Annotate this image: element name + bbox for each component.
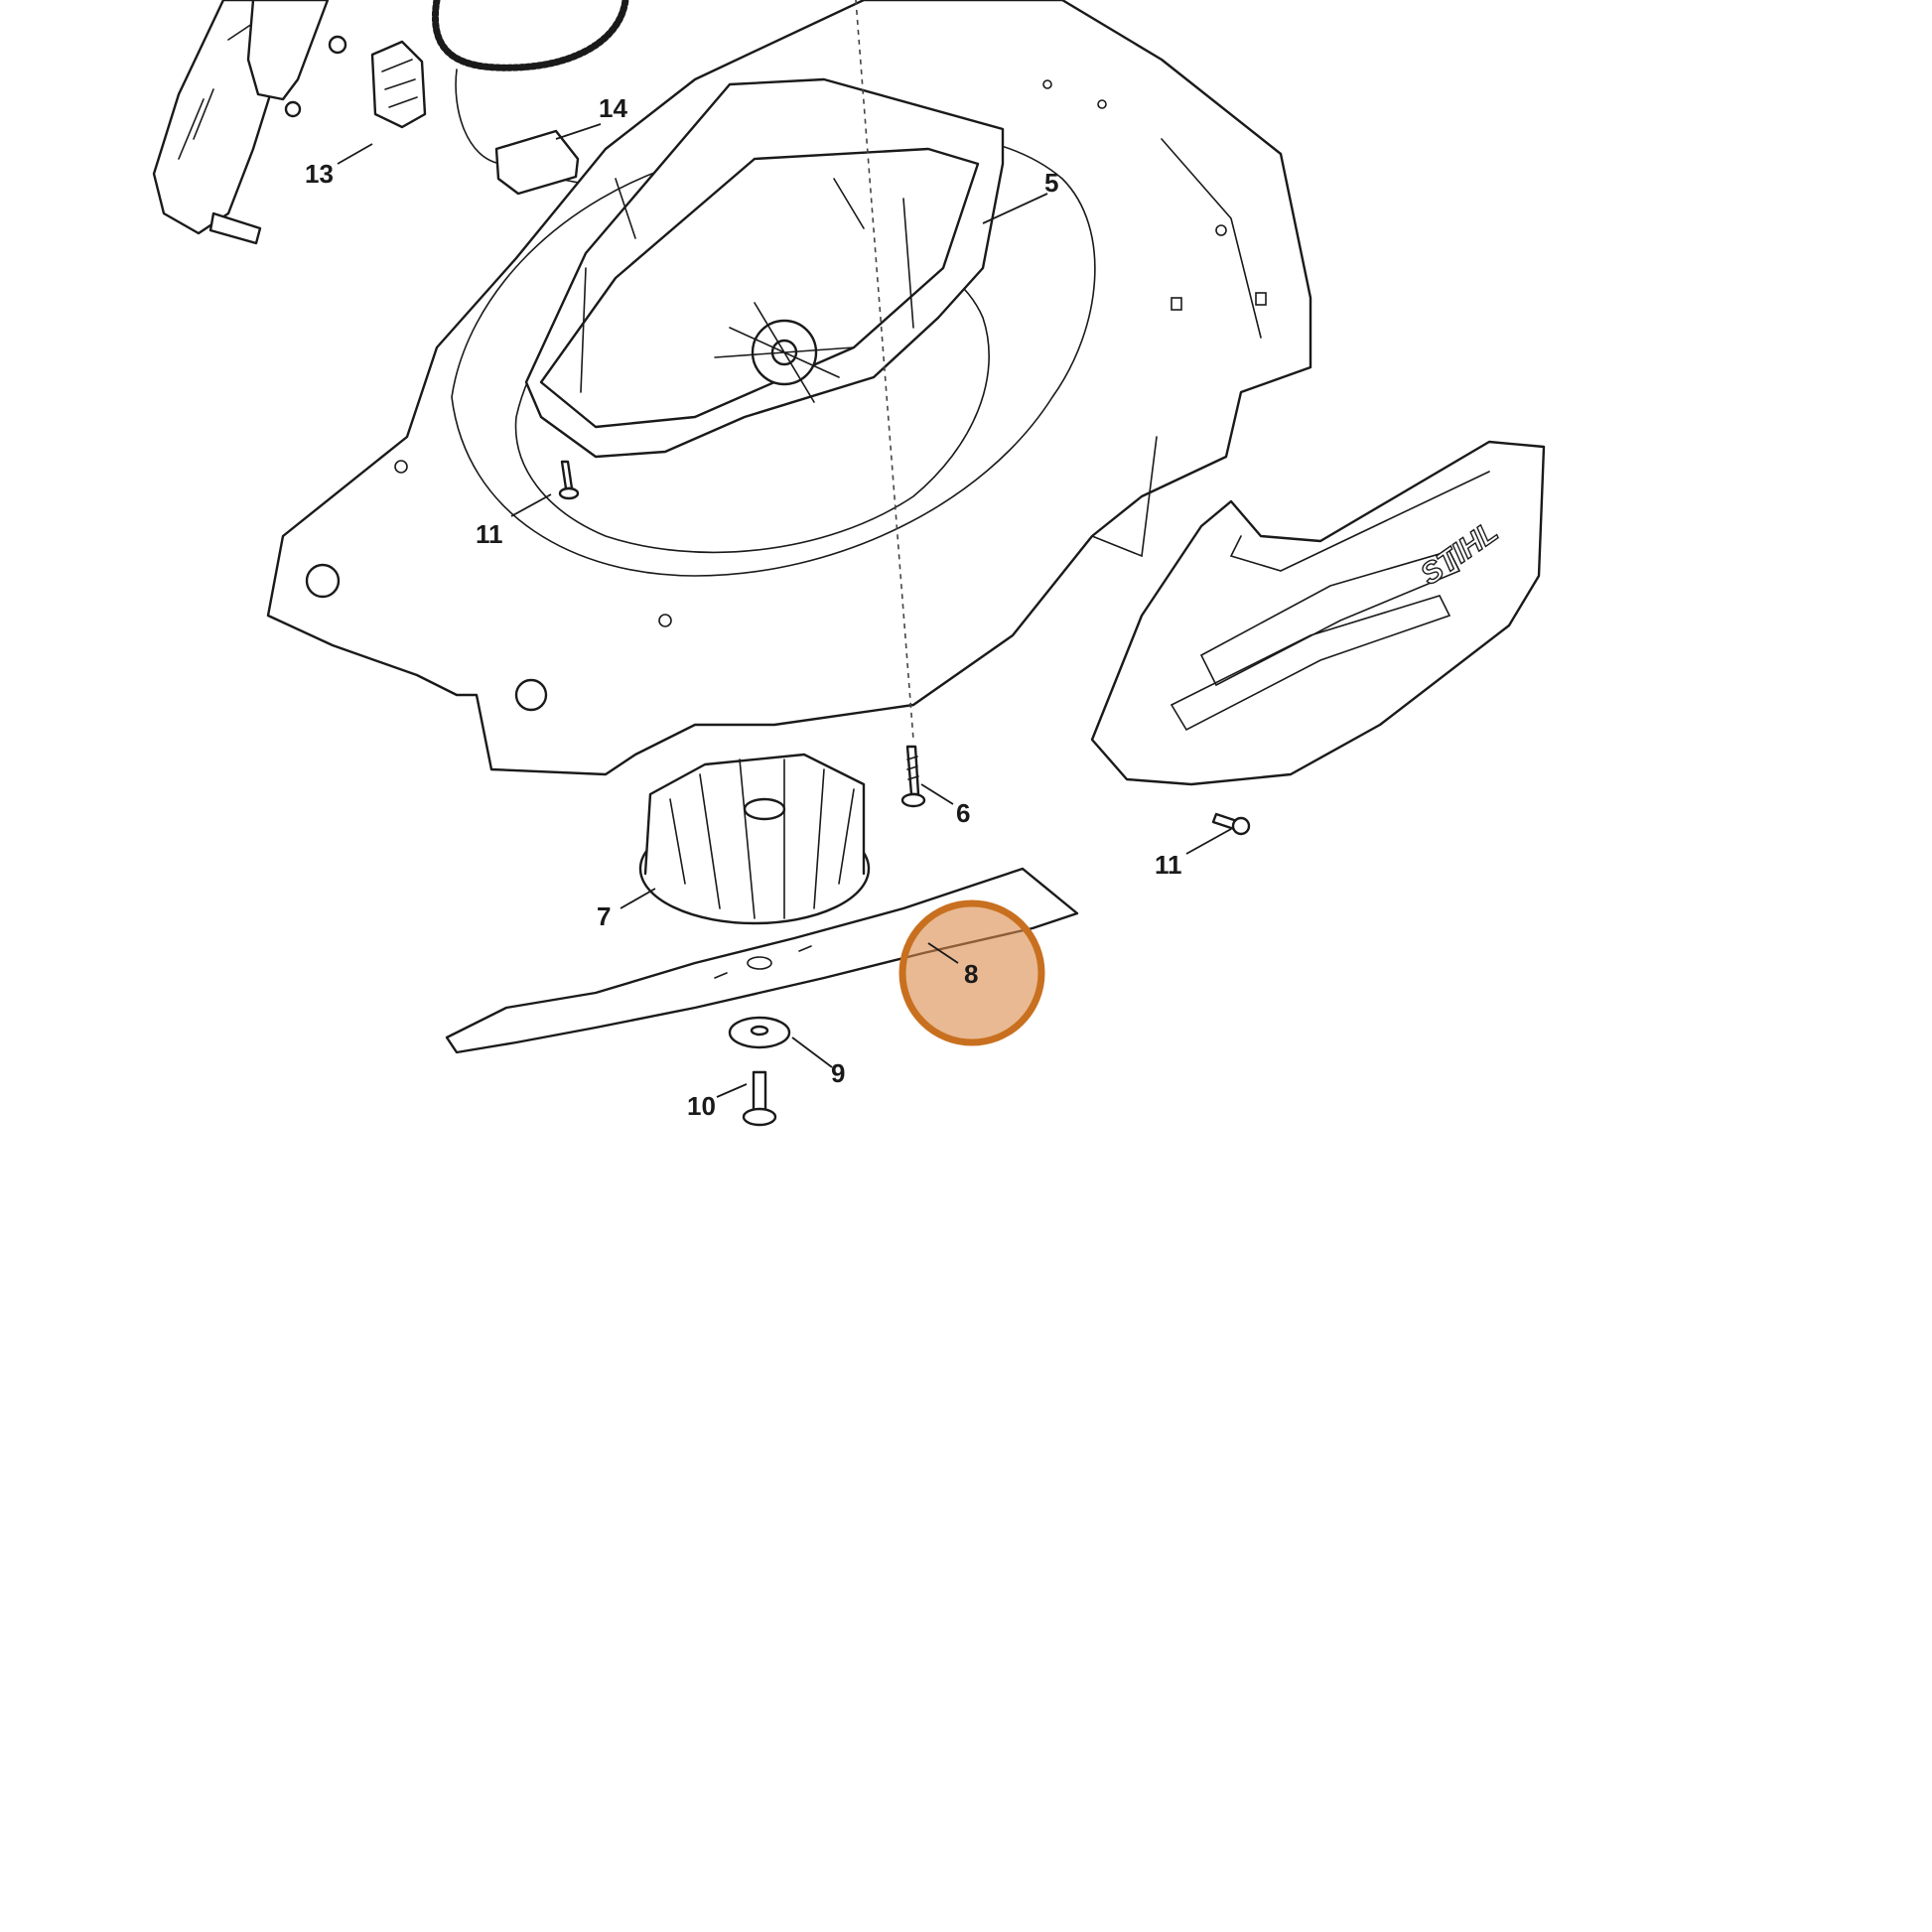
callout-10: 10 <box>687 1091 716 1121</box>
callout-7: 7 <box>597 901 611 931</box>
callout-14: 14 <box>599 93 627 123</box>
callout-5: 5 <box>1044 168 1058 198</box>
motor-housing <box>524 77 1005 459</box>
callout-6: 6 <box>956 798 970 828</box>
screw-11-left <box>558 460 580 500</box>
callout-11-left: 11 <box>476 519 503 549</box>
assembly-axis <box>855 0 914 741</box>
bolt <box>742 1070 777 1127</box>
handle-bracket <box>152 0 347 245</box>
fan-impeller <box>638 753 871 925</box>
washer <box>728 1016 791 1049</box>
screw-11-right <box>1211 812 1251 836</box>
cutting-blade <box>445 867 1079 1054</box>
rear-cover <box>1090 440 1546 786</box>
callout-8: 8 <box>964 959 978 989</box>
highlight-marker <box>898 899 1045 1046</box>
callout-9: 9 <box>831 1058 845 1088</box>
leader-lines <box>337 123 1232 1098</box>
cable-and-connector <box>432 0 636 196</box>
callout-11-right: 11 <box>1155 850 1182 880</box>
callout-13: 13 <box>305 159 334 189</box>
clip-part <box>370 40 427 129</box>
screw-6 <box>900 745 926 808</box>
